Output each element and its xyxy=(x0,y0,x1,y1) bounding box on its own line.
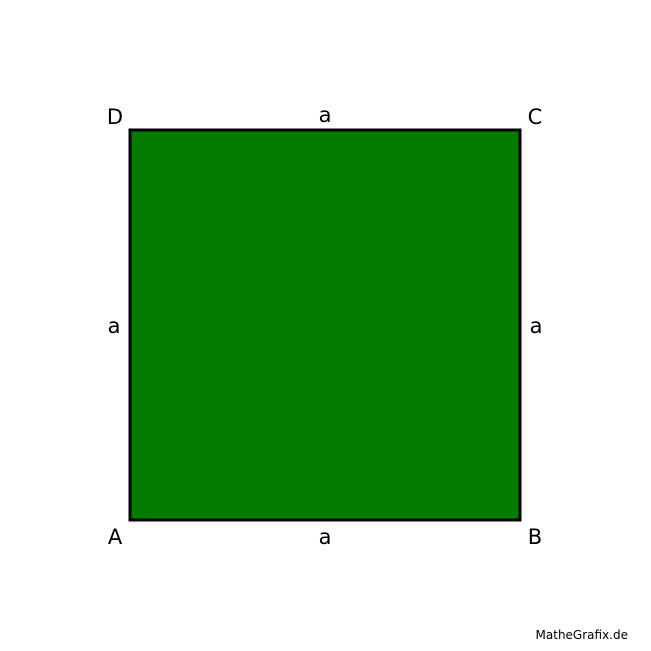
vertex-label-b: B xyxy=(528,525,542,549)
side-label-left: a xyxy=(108,314,121,338)
vertex-label-a: A xyxy=(108,525,123,549)
vertex-label-c: C xyxy=(528,105,543,129)
side-label-top: a xyxy=(319,103,332,127)
watermark-text: MatheGrafix.de xyxy=(536,628,628,642)
side-label-bottom: a xyxy=(319,525,332,549)
square-shape xyxy=(128,128,522,522)
side-label-right: a xyxy=(530,314,543,338)
vertex-label-d: D xyxy=(107,105,123,129)
